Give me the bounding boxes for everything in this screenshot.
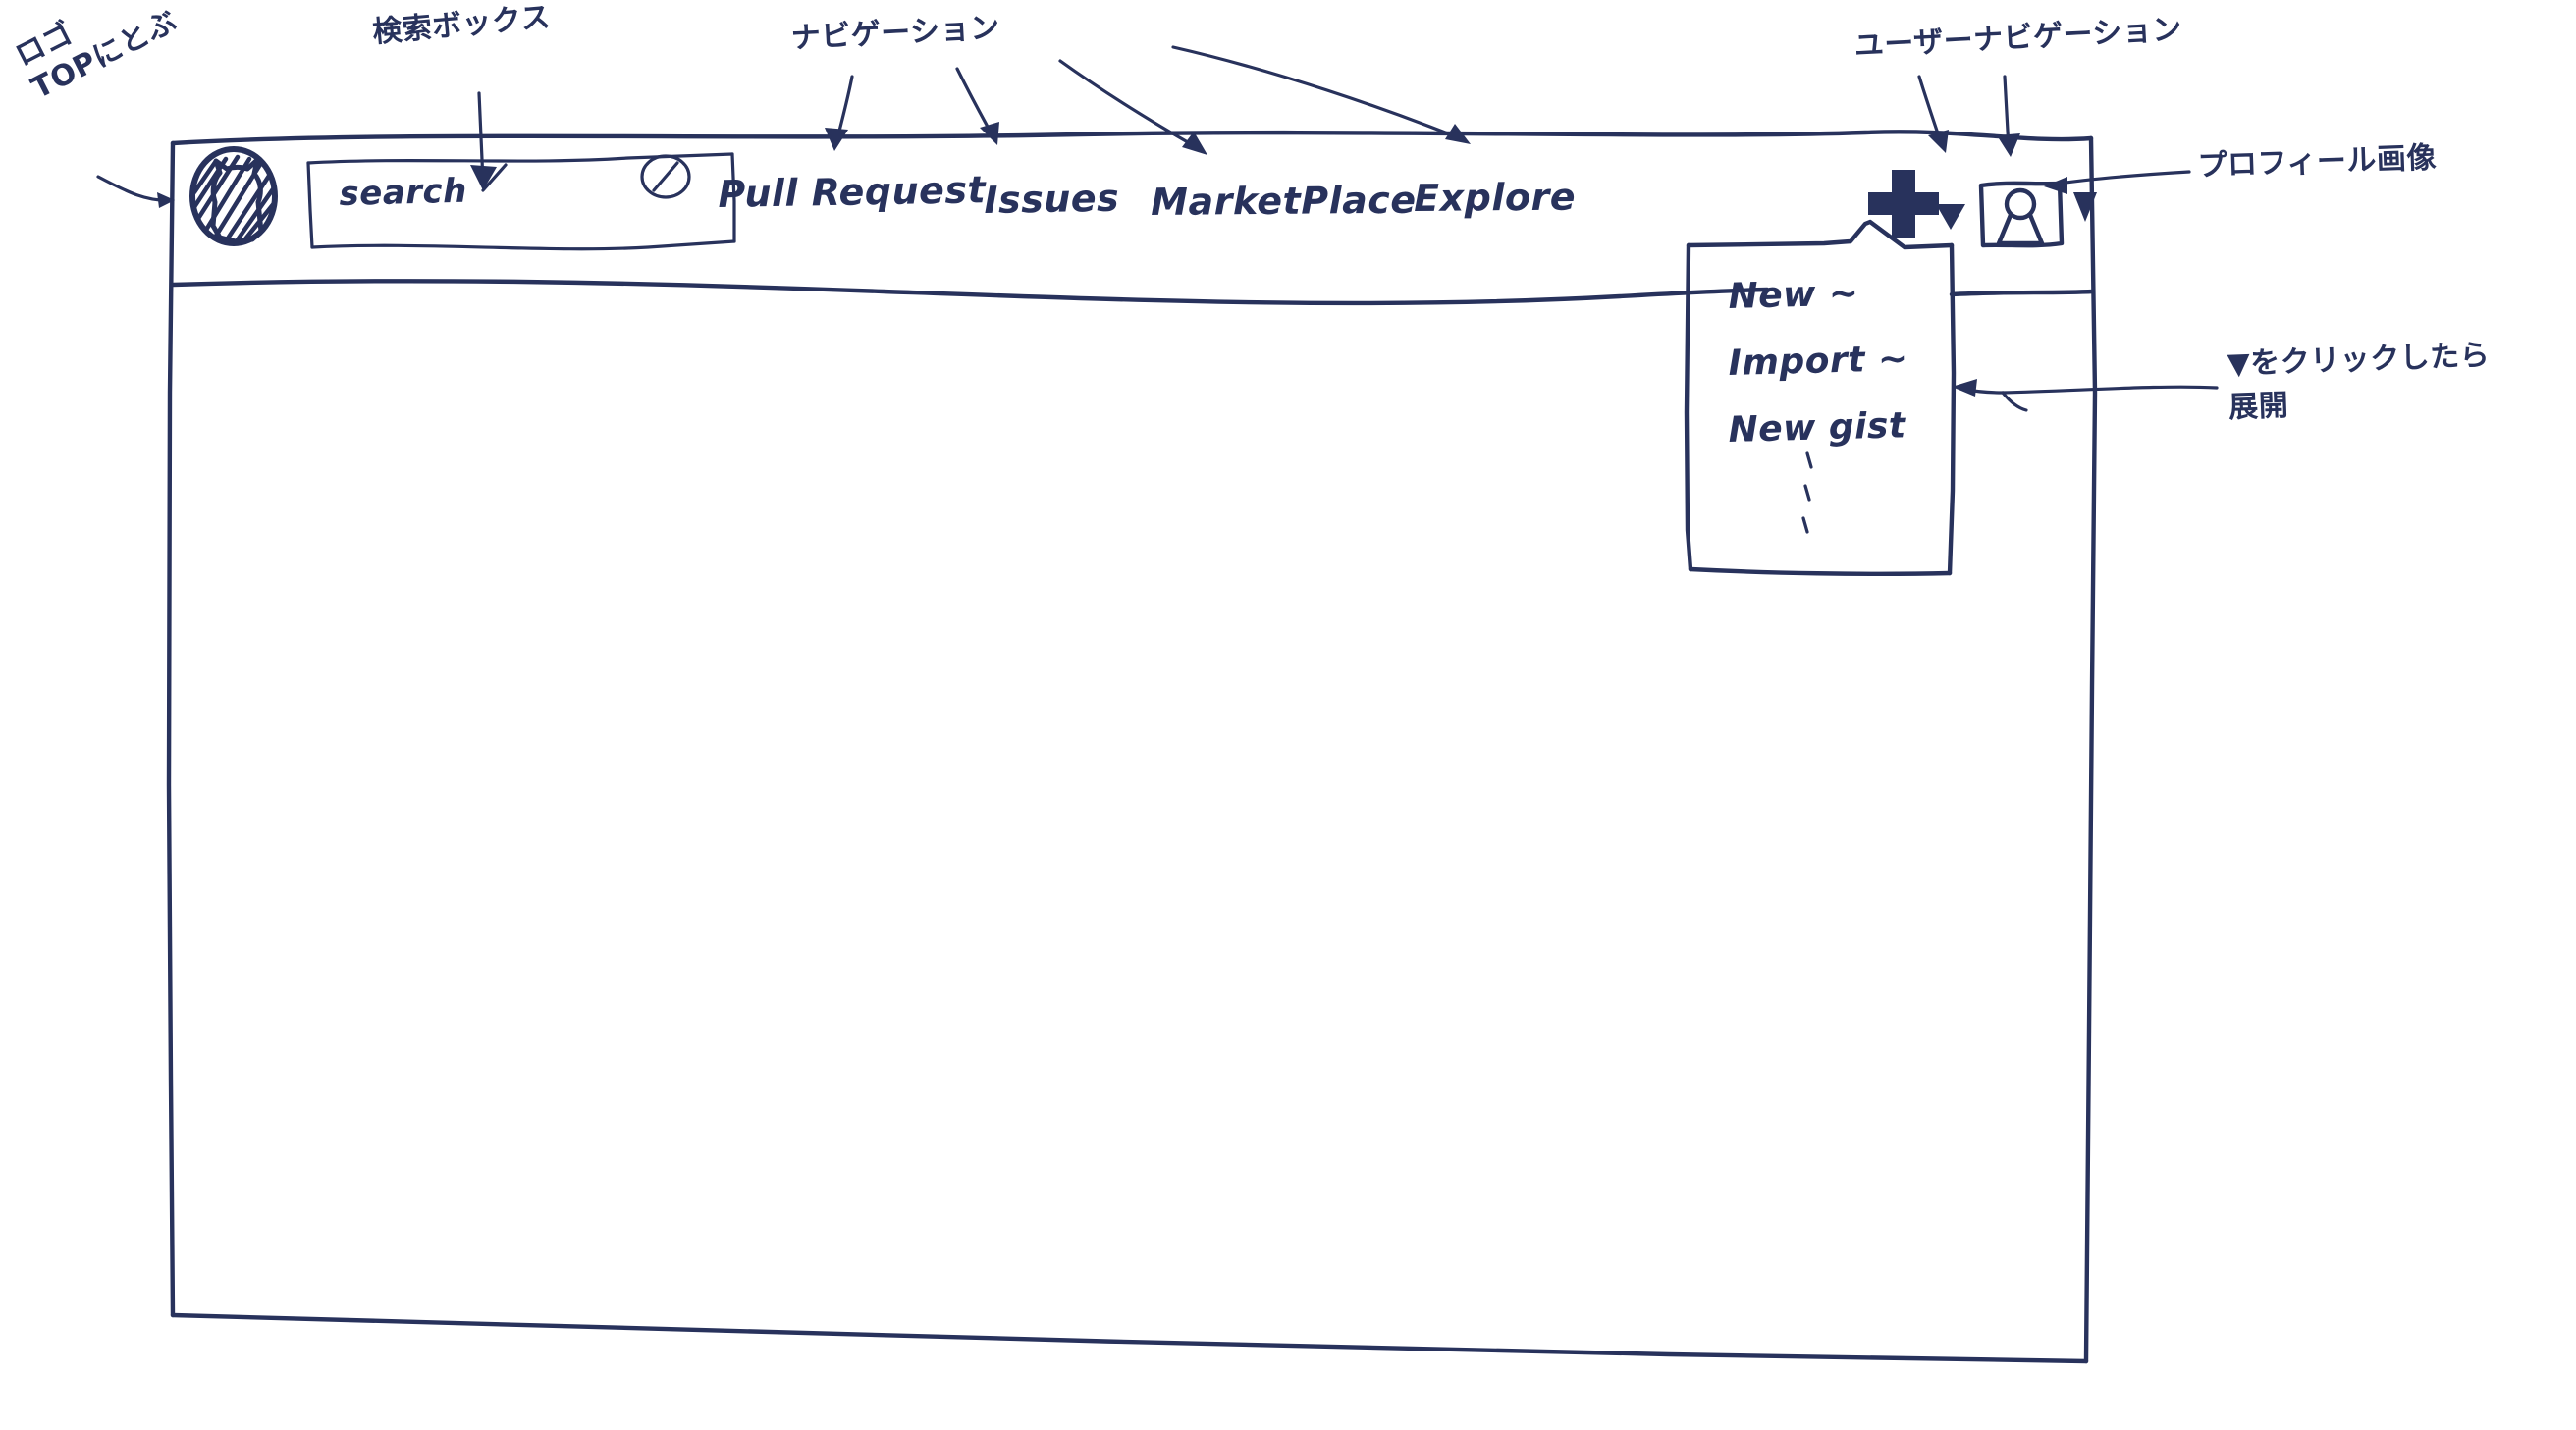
nav-link-pull-request[interactable]: Pull Request bbox=[718, 168, 987, 216]
annotation-expand-on-click: ▼をクリックしたら 展開 bbox=[2227, 335, 2492, 429]
avatar-box-glyph[interactable] bbox=[1978, 181, 2065, 248]
page-frame bbox=[166, 130, 2098, 1364]
nav-link-marketplace[interactable]: MarketPlace bbox=[1151, 178, 1417, 224]
annotation-arrows bbox=[96, 45, 2219, 412]
avatar-caret-glyph[interactable] bbox=[2073, 192, 2097, 222]
nav-link-explore[interactable]: Explore bbox=[1414, 175, 1577, 220]
search-input-placeholder[interactable]: search bbox=[339, 171, 468, 214]
nav-link-issues[interactable]: Issues bbox=[984, 176, 1120, 222]
github-logo-glyph[interactable] bbox=[189, 146, 278, 247]
search-icon-glyph[interactable] bbox=[640, 154, 691, 199]
create-new-caret-glyph[interactable] bbox=[1936, 204, 1965, 230]
annotation-expand-line2: 展開 bbox=[2227, 388, 2289, 425]
create-new-menu-panel[interactable] bbox=[1684, 219, 1957, 576]
search-box-outline[interactable] bbox=[306, 152, 736, 251]
page-body-content-area bbox=[177, 294, 2081, 1354]
vertical-ellipsis-icon bbox=[1801, 451, 1813, 534]
create-new-plus-glyph[interactable] bbox=[1868, 170, 1939, 238]
